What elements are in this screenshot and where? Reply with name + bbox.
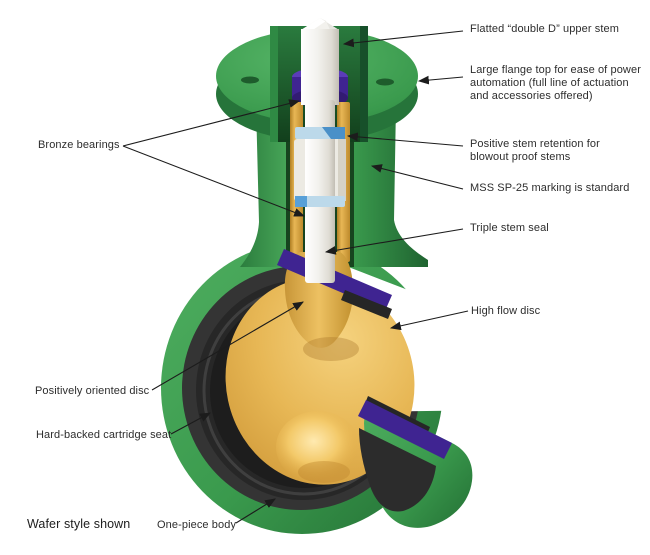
callout-mss-sp25-marking: MSS SP-25 marking is standard [470,182,630,194]
seat-edge-lower [359,428,436,512]
leader-lines [122,30,469,524]
leader-bronze-bearing-lower [122,145,306,217]
callout-triple-stem-seal: Triple stem seal [470,222,549,234]
callout-one-piece-body: One-piece body [157,519,237,531]
leader-positively-oriented-disc [151,301,304,391]
flange-top [216,26,418,142]
body-section-wedge [358,396,473,528]
leader-hard-backed-seat [170,412,211,435]
flange-bolt-slot-left [241,76,259,84]
leader-positive-stem-retention [346,132,464,147]
leader-flatted-upper-stem [342,30,464,48]
seat-edge-upper [341,290,392,319]
leader-one-piece-body [235,498,276,524]
stem-retention-rings-blue [295,127,345,207]
leader-high-flow-disc [389,310,469,331]
callout-flatted-upper-stem: Flatted “double D” upper stem [470,23,620,35]
leader-triple-stem-seal [324,228,464,255]
callout-high-flow-disc: High flow disc [471,305,541,317]
upper-stem [301,18,339,105]
callout-bronze-bearings: Bronze bearings [38,139,120,151]
style-note: Wafer style shown [27,517,131,531]
valve-stem [305,100,335,283]
leader-large-flange-top [417,75,464,85]
callout-positive-stem-retention: Positive stem retention for blowout proo… [470,138,600,163]
flange-bolt-slot-right [376,78,394,86]
liner-band-lower [358,400,452,459]
callout-hard-backed-cartridge-seat: Hard-backed cartridge seat [36,429,172,441]
leader-mss-marking [370,164,464,190]
leader-bronze-bearing-upper [122,99,301,147]
callout-large-flange-top: Large flange top for ease of power autom… [470,64,641,102]
callout-positively-oriented-disc: Positively oriented disc [35,385,150,397]
disc-boss [276,411,360,483]
